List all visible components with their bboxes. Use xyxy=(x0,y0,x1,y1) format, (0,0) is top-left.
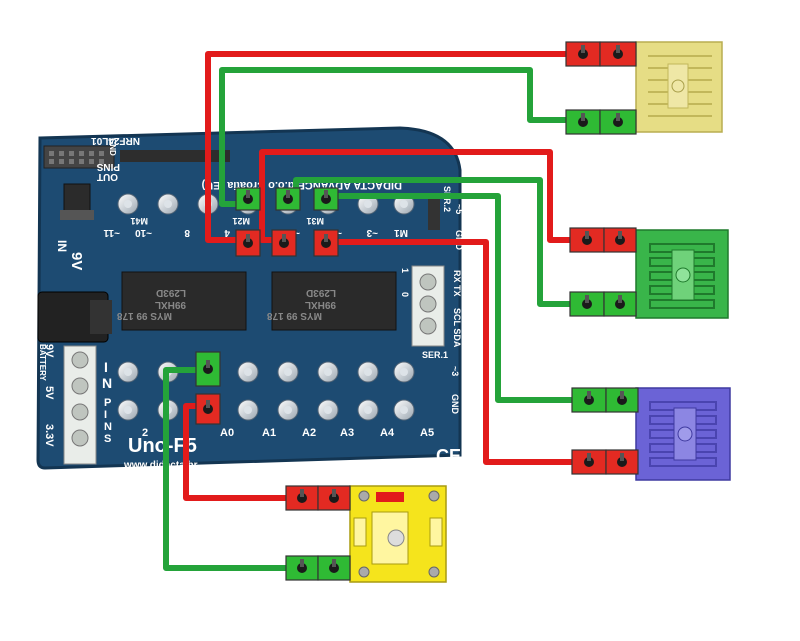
green-sensor-connector-red xyxy=(603,227,637,253)
ser1-label: SER.1 xyxy=(422,350,448,360)
blue-sensor-connector-green xyxy=(605,387,639,413)
i2c-pin-0: 0 xyxy=(400,292,410,297)
blue-sensor-module xyxy=(635,387,731,481)
board-connector-red xyxy=(235,229,261,257)
ser2-header xyxy=(428,194,440,230)
top-pin-label: M1 xyxy=(394,227,408,238)
yellow-sensor-connector-red xyxy=(565,41,601,67)
analog-pin-label: A4 xyxy=(380,427,395,439)
analog-pin-label: 2 xyxy=(142,427,148,439)
ic-right-code: 99HXL xyxy=(305,299,336,310)
ser2-pin-5: ~5 xyxy=(454,204,464,214)
rail-9v: 9V xyxy=(43,344,55,358)
board-connector-red xyxy=(313,229,339,257)
green-sensor-module xyxy=(635,229,729,319)
blue-sensor-connector-green xyxy=(571,387,607,413)
red-wire xyxy=(259,149,579,243)
gnd-small-label: GND xyxy=(108,138,117,156)
pins-side-n: N xyxy=(104,421,112,433)
ser2-label: SER.2 xyxy=(442,186,452,212)
board-connector-green xyxy=(313,187,339,211)
ser1-pin-gnd: GND xyxy=(450,394,460,415)
i2c-scl-sda: SCL SDA xyxy=(452,308,462,348)
rail-3v3: 3.3V xyxy=(43,424,55,447)
power-volts: 9V xyxy=(68,252,85,270)
green-sensor-connector-green xyxy=(569,291,605,317)
radio-label: NRF24L01 xyxy=(91,135,140,146)
top-pin-label: ~11 xyxy=(103,227,120,238)
blue-sensor-connector-red xyxy=(571,449,607,475)
red-wire xyxy=(329,239,581,465)
ic-left-code: 99HXL xyxy=(155,299,186,310)
ser1-pin-3: ~3 xyxy=(450,366,460,376)
motor-label-m21: M21 xyxy=(232,216,250,226)
red-wire xyxy=(205,51,573,243)
motor-label-m41: M41 xyxy=(130,216,148,226)
board-connector-green xyxy=(275,187,301,211)
website-label: www.didacta.hr xyxy=(123,460,198,471)
analog-pin-label: A0 xyxy=(220,427,234,439)
blue-sensor-connector-red xyxy=(605,449,639,475)
board-connector-red xyxy=(195,393,221,425)
ic-right-mark: MYS 99 178 xyxy=(267,310,322,321)
power-in-label: IN xyxy=(55,240,69,252)
rail-5v: 5V xyxy=(43,386,55,400)
green-sensor-connector-green xyxy=(603,291,637,317)
top-pin-label: ~3 xyxy=(366,227,378,238)
i2c-rx-tx: RX TX xyxy=(452,270,462,297)
board-connector-green xyxy=(195,351,221,387)
top-pin-label: 8 xyxy=(184,227,190,238)
pins-label: PINS xyxy=(96,161,120,172)
battery-label: BATTERY xyxy=(38,344,47,382)
servo-connector-green xyxy=(285,555,319,581)
top-pin-label: ~10 xyxy=(135,227,152,238)
header-pins xyxy=(49,151,104,164)
servo-connector-red xyxy=(317,485,351,511)
green-wire xyxy=(163,367,291,571)
analog-pin-labels: 2 A0 A1 A2 A3 A4 A5 xyxy=(142,427,434,439)
motor-label-m31: M31 xyxy=(306,216,324,226)
yellow-sensor-connector-green xyxy=(599,109,637,135)
analog-pin-label: A5 xyxy=(420,427,434,439)
pins-side-p: P xyxy=(104,397,111,409)
board-body xyxy=(36,126,462,470)
motor-driver-ic-left xyxy=(121,271,247,331)
yellow-sensor-module xyxy=(635,41,723,133)
pins-side-s: S xyxy=(104,433,111,445)
ic-left-mark: MYS 99 178 xyxy=(117,310,172,321)
motor-driver-ic-right xyxy=(271,271,397,331)
analog-pin-label: A1 xyxy=(262,427,276,439)
ce-mark: CE xyxy=(436,446,461,466)
connectors xyxy=(195,41,639,581)
analog-pin-label: A3 xyxy=(340,427,354,439)
yellow-sensor-connector-green xyxy=(565,109,601,135)
in-label-i: I xyxy=(104,359,108,375)
yellow-sensor-connector-red xyxy=(599,41,637,67)
i2c-pin-1: 1 xyxy=(400,268,410,273)
servo-connector-green xyxy=(317,555,351,581)
radio-header xyxy=(120,150,230,162)
green-sensor-connector-red xyxy=(569,227,605,253)
board-connector-red xyxy=(271,229,297,257)
pins-side-i: I xyxy=(104,409,107,421)
servo-connector-red xyxy=(285,485,319,511)
ic-left-name: L293D xyxy=(156,287,186,298)
ic-right-name: L293D xyxy=(306,287,336,298)
analog-pin-label: A2 xyxy=(302,427,316,439)
out-label: OUT xyxy=(97,171,118,182)
board-connector-green xyxy=(235,187,261,211)
arduino-shield-board xyxy=(36,126,462,470)
in-label-n: N xyxy=(102,375,112,391)
model-label: Uno-F5 xyxy=(128,435,197,457)
green-wire xyxy=(219,67,573,207)
servo-module xyxy=(349,485,447,583)
top-pin-label: 4 xyxy=(224,227,230,238)
